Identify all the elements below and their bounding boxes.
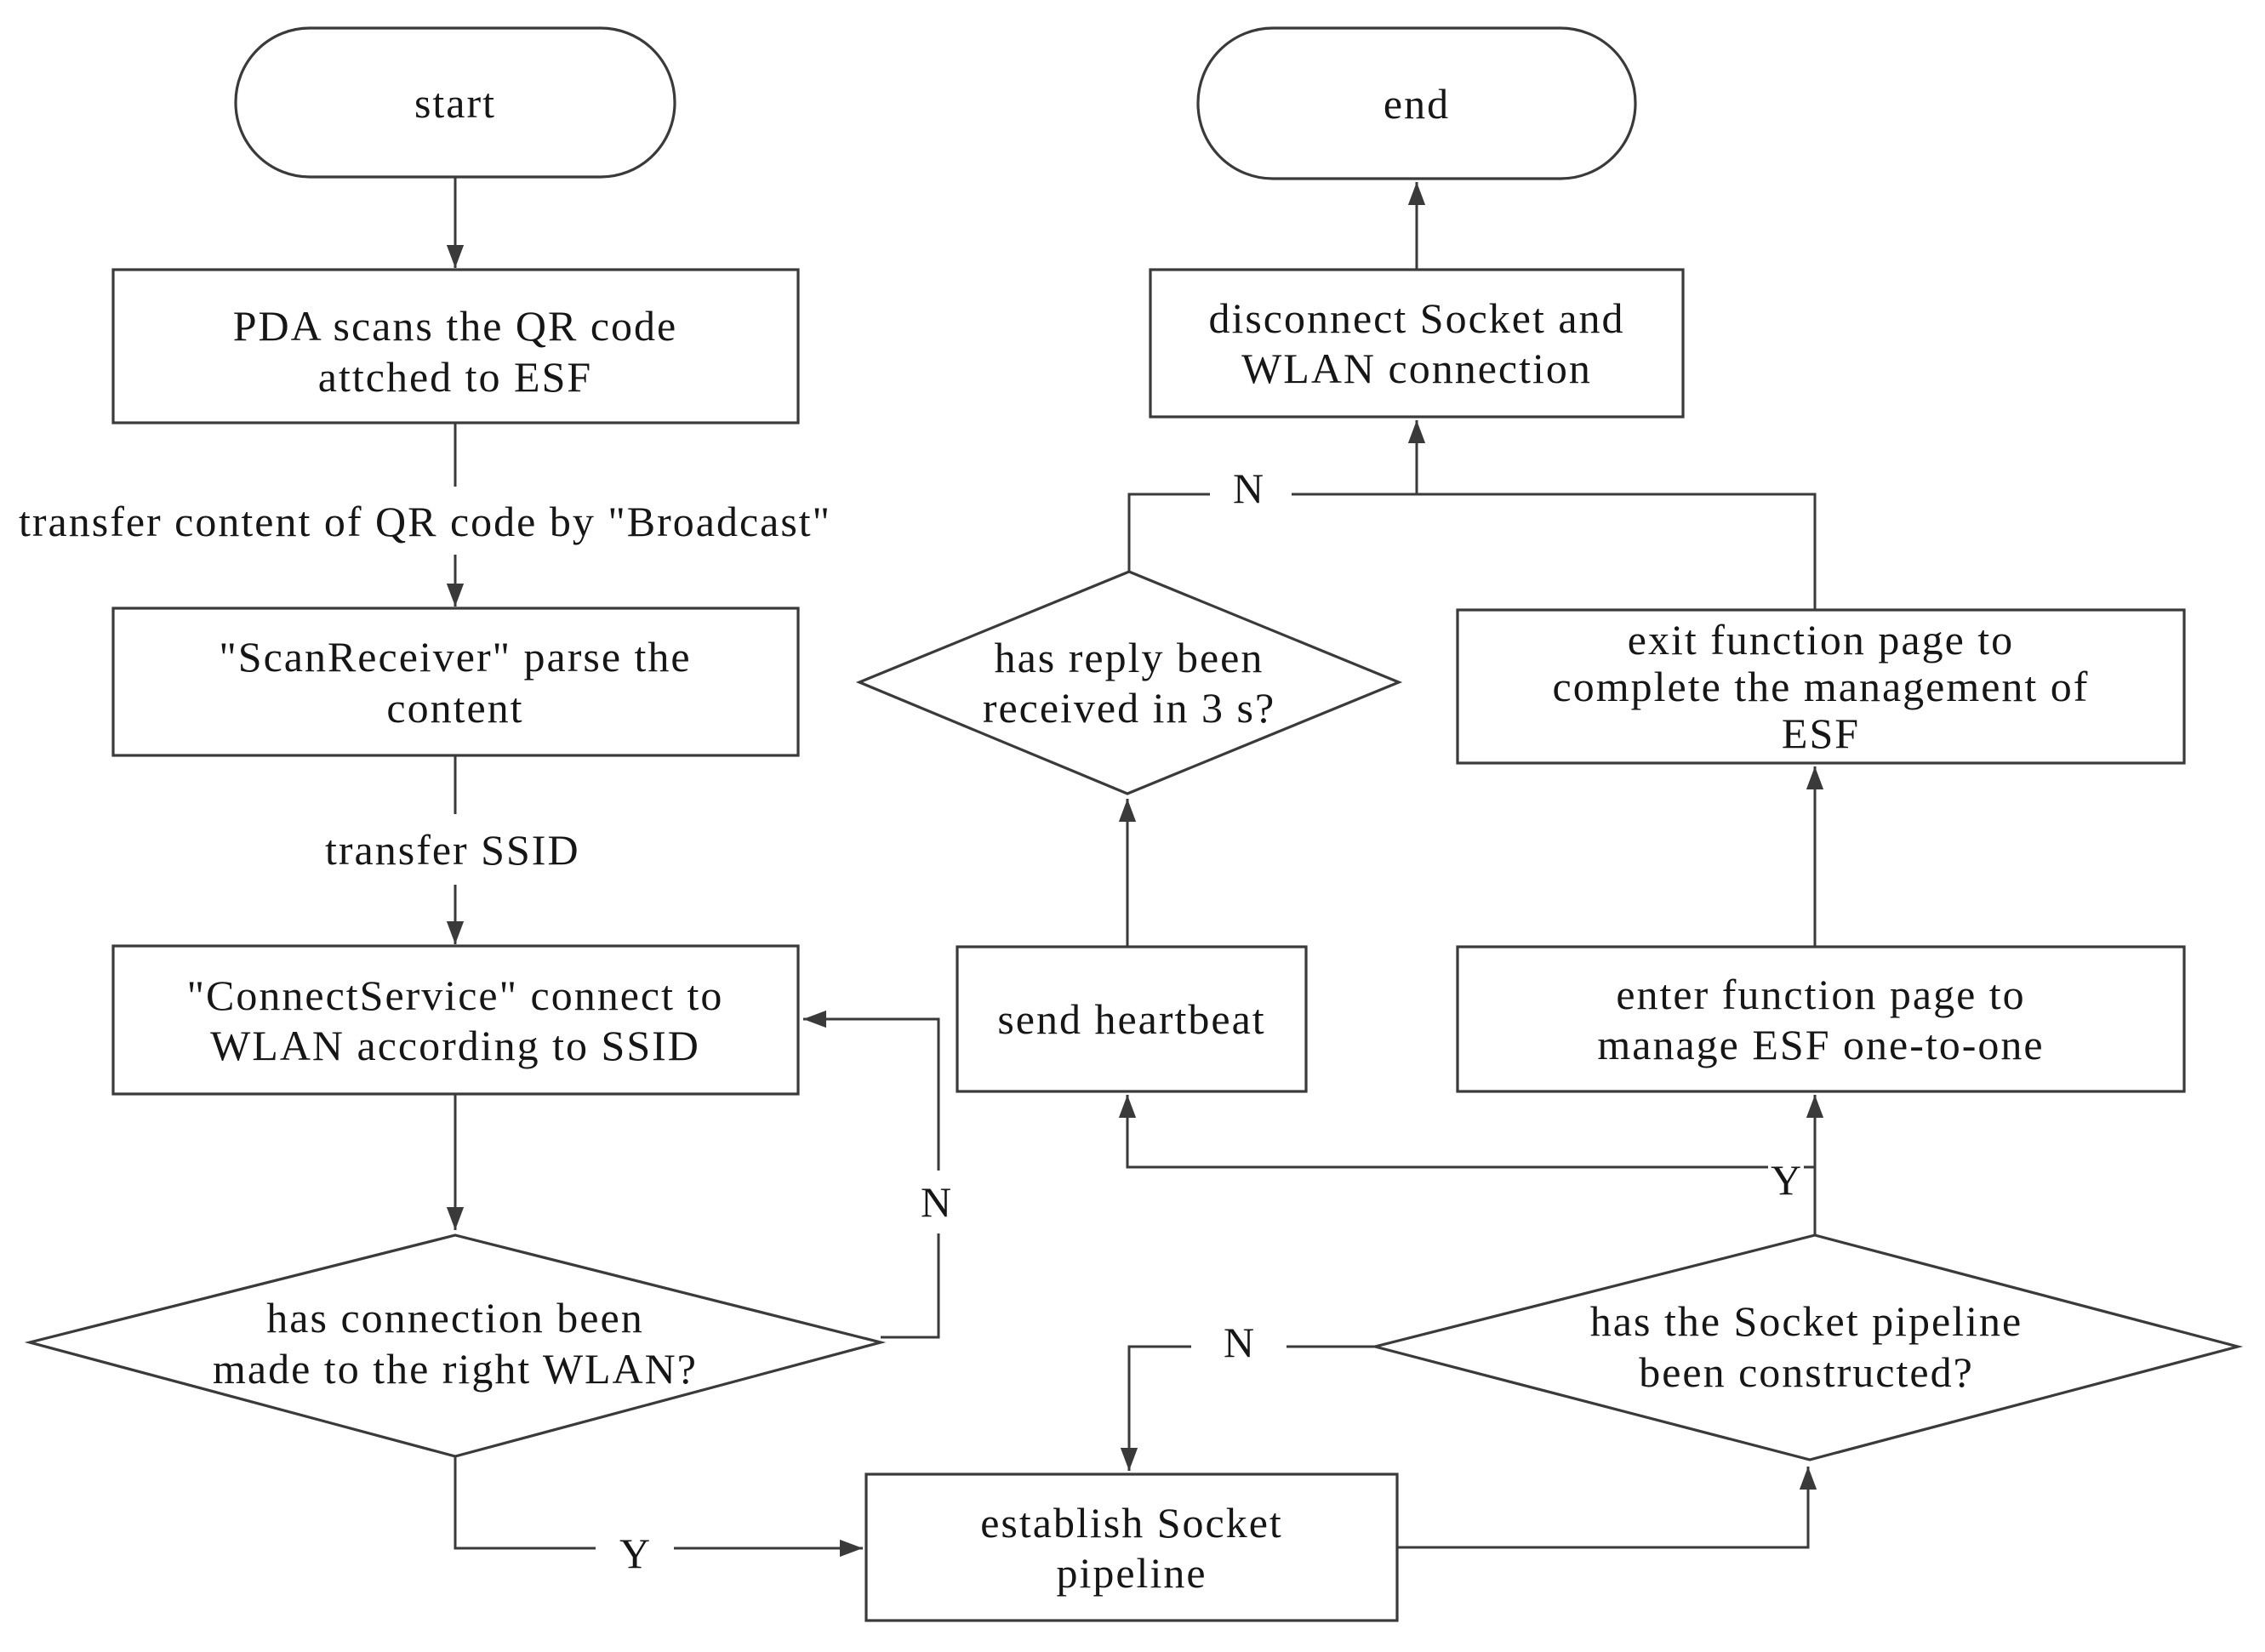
exit-function-line1: exit function page to [1628,616,2014,664]
label-socket-no: N [1224,1319,1256,1366]
connect-service-line1: "ConnectService" connect to [187,971,724,1019]
wlan-decision-diamond [24,1233,887,1458]
socket-decision-line2: been constructed? [1639,1348,1974,1396]
label-wlan-no: N [921,1178,953,1226]
node-establish-socket: establish Socket pipeline [864,1473,1399,1622]
reply-decision-line2: received in 3 s? [983,684,1275,732]
end-label: end [1384,80,1450,128]
establish-socket-line1: establish Socket [980,1499,1283,1547]
wlan-decision-line2: made to the right WLAN? [213,1345,698,1393]
scan-receiver-line2: content [386,684,523,732]
send-heartbeat-box [956,945,1308,1093]
disconnect-line1: disconnect Socket and [1208,294,1624,342]
node-pda-scan: PDA scans the QR code attched to ESF [111,268,800,424]
node-enter-function: enter function page to manage ESF one-to… [1456,945,2186,1093]
establish-socket-box [864,1473,1399,1622]
exit-function-box [1456,608,2186,765]
edge-establish-to-socket-decision [1397,1467,1817,1549]
enter-function-box [1456,945,2186,1093]
start-label: start [414,79,496,127]
pda-scan-line2: attched to ESF [318,353,592,401]
node-exit-function: exit function page to complete the manag… [1456,608,2186,765]
reply-decision-line1: has reply been [995,634,1264,681]
exit-function-line2: complete the management of [1553,663,2090,710]
node-scan-receiver: "ScanReceiver" parse the content [111,607,800,757]
send-heartbeat-label: send heartbeat [997,995,1265,1043]
node-socket-decision: has the Socket pipeline been constructed… [1374,1233,2244,1461]
label-socket-yes: Y [1771,1156,1803,1204]
wlan-decision-line1: has connection been [266,1294,643,1342]
establish-socket-line2: pipeline [1056,1549,1207,1597]
edge-labels: transfer content of QR code by "Broadcas… [19,464,1803,1577]
pda-scan-line1: PDA scans the QR code [233,302,678,350]
label-wlan-yes: Y [619,1530,652,1577]
node-wlan-decision: has connection been made to the right WL… [24,1233,887,1458]
label-broadcast: transfer content of QR code by "Broadcas… [19,498,831,545]
edge-wlan-yes-left [454,1456,596,1550]
disconnect-line2: WLAN connection [1241,345,1592,392]
edges [446,177,1824,1558]
node-send-heartbeat: send heartbeat [956,945,1308,1093]
enter-function-line1: enter function page to [1616,971,2025,1018]
scan-receiver-line1: "ScanReceiver" parse the [219,633,691,681]
edge-socket-no-down [1120,1345,1191,1471]
enter-function-line2: manage ESF one-to-one [1597,1021,2044,1068]
socket-decision-line1: has the Socket pipeline [1590,1297,2023,1345]
socket-decision-diamond [1374,1233,2244,1461]
exit-function-line3: ESF [1782,709,1860,757]
connect-service-line2: WLAN according to SSID [210,1022,700,1069]
edge-wlan-no-loop-upper [803,1010,940,1171]
scan-receiver-box [111,607,800,757]
node-disconnect: disconnect Socket and WLAN connection [1149,268,1685,419]
end-terminator-shape [1196,26,1637,180]
reply-decision-diamond [855,570,1403,795]
pda-scan-box [111,268,800,424]
edge-wlan-no-loop-lower [881,1233,940,1339]
node-start: start [234,26,676,179]
node-end: end [1196,26,1637,180]
node-connect-service: "ConnectService" connect to WLAN accordi… [111,944,800,1096]
edge-reply-no-right-and-exit-riser [1292,493,1817,610]
label-reply-no: N [1233,464,1265,512]
start-terminator-shape [234,26,676,179]
edge-reply-no-left [1127,493,1210,572]
disconnect-box [1149,268,1685,419]
label-transfer-ssid: transfer SSID [325,826,580,874]
connect-service-box [111,944,800,1096]
edge-socket-yes-to-send-heartbeat [1118,1095,1768,1169]
node-reply-decision: has reply been received in 3 s? [855,570,1403,795]
